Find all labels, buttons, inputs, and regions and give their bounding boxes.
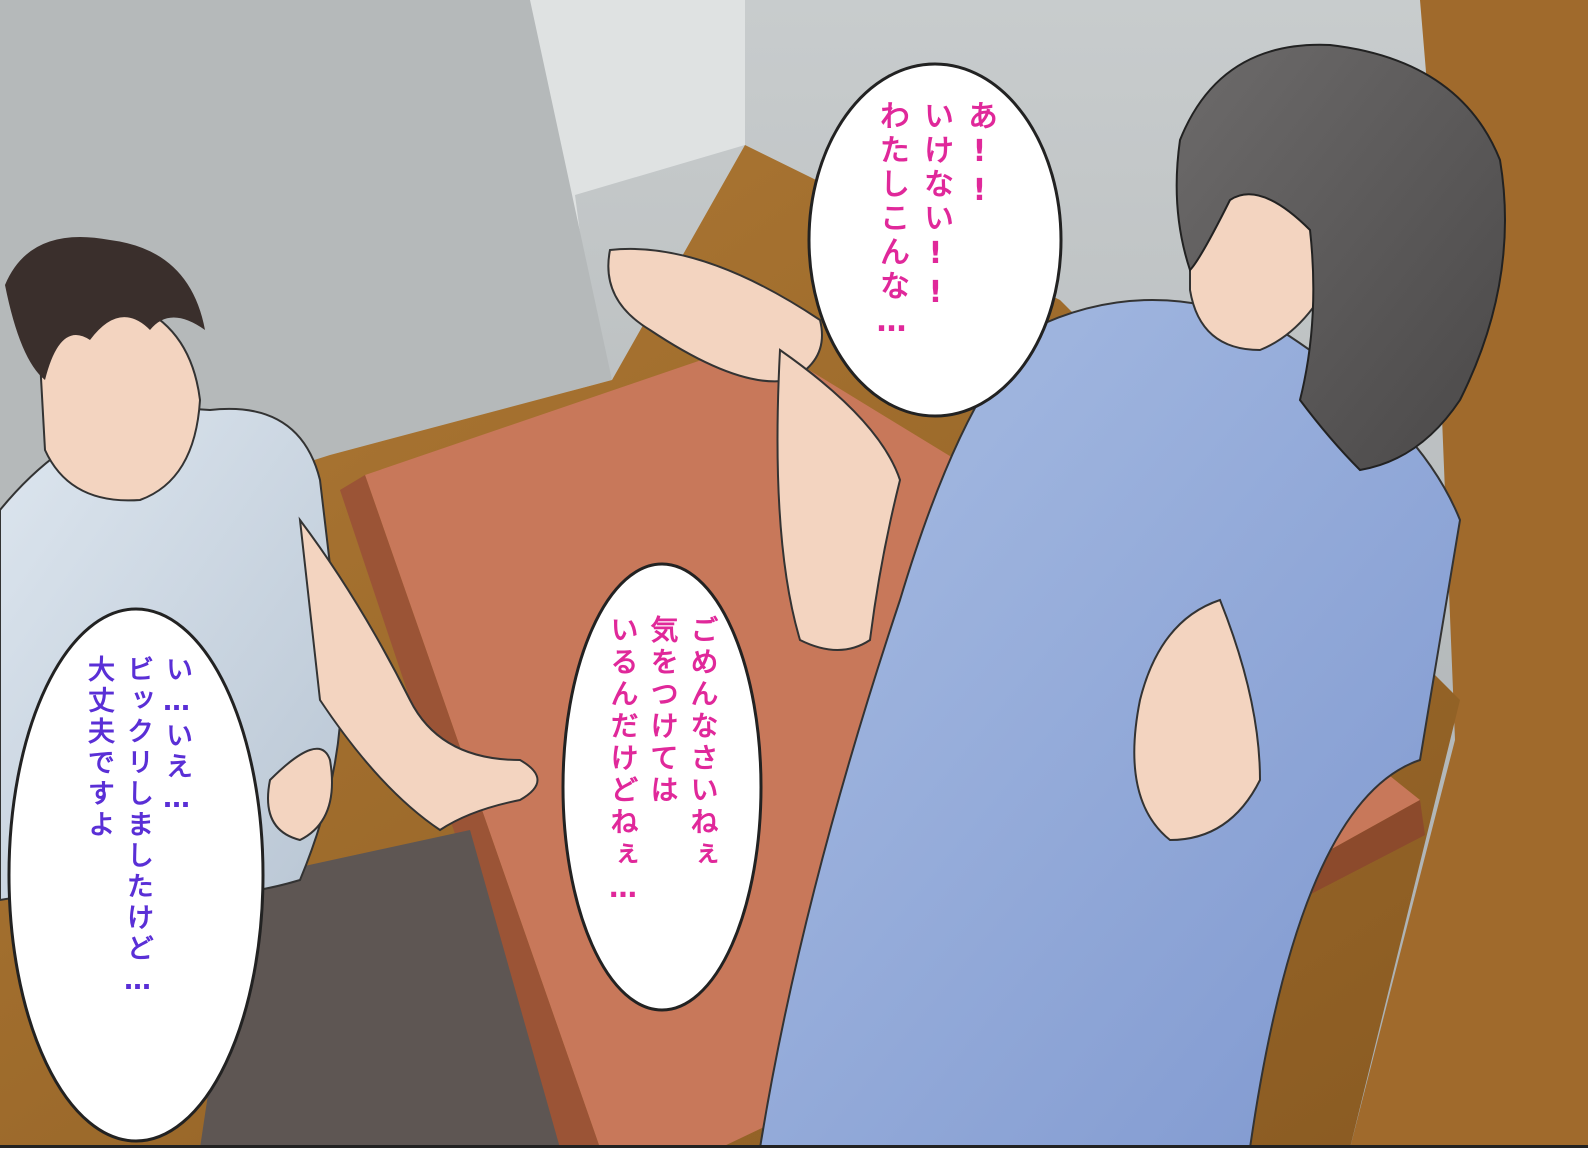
man-line-2: ビックリしましたけど…: [122, 655, 153, 1000]
woman-line-3: わたしこんな…: [874, 100, 909, 343]
apology-line-1: ごめんなさいねぇ: [686, 615, 720, 871]
right-doorframe: [1350, 0, 1588, 1145]
speech-bubble-apology: ごめんなさいねぇ 気をつけては いるんだけどねぇ…: [560, 560, 765, 1015]
speech-bubble-woman: あ!! いけない!! わたしこんな…: [805, 60, 1065, 420]
woman-figure: [607, 43, 1506, 1145]
woman-line-2: いけない!!: [918, 100, 953, 314]
apology-line-2: 気をつけては: [646, 615, 680, 807]
man-line-3: 大丈夫ですよ: [83, 655, 114, 841]
speech-bubble-man: い…いえ… ビックリしましたけど… 大丈夫ですよ: [5, 605, 267, 1145]
apology-line-3: いるんだけどねぇ…: [606, 615, 640, 908]
woman-line-1: あ!!: [962, 100, 997, 212]
man-line-1: い…いえ…: [161, 655, 192, 818]
